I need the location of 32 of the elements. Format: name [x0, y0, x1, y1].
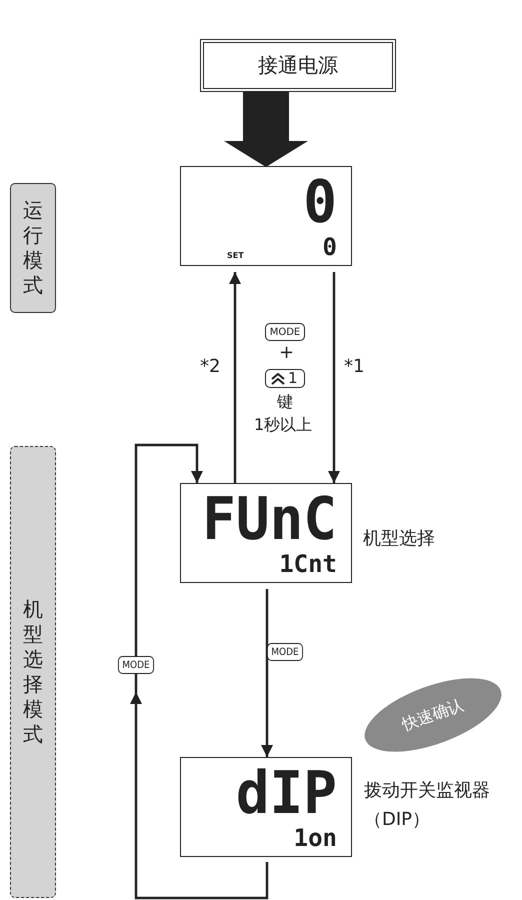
title-box: [200, 39, 396, 92]
badge-text: 快速确认: [399, 694, 467, 736]
arrow: [130, 444, 268, 900]
sub-digits: 0: [322, 235, 337, 259]
title-text: 接通电源: [258, 52, 338, 79]
key-note: 键: [277, 394, 293, 410]
block-arrow: [224, 92, 308, 167]
time-note: 1秒以上: [254, 417, 312, 433]
mode-band: [10, 183, 56, 313]
mode-text: 运行模式: [22, 198, 44, 298]
plus-sign: +: [279, 344, 294, 362]
mode-band: [10, 446, 56, 898]
sub-digits: 1Cnt: [279, 552, 337, 576]
mode-text: 机型选择模式: [22, 597, 44, 747]
lcd-display: [180, 166, 352, 266]
key-label: MODE: [118, 656, 154, 674]
lcd-display: [180, 757, 352, 857]
main-digits: FUnC: [202, 490, 337, 550]
main-digits: 0: [303, 174, 337, 232]
display-caption: 机型选择: [363, 527, 435, 551]
set-indicator: SET: [227, 252, 244, 260]
arrow: [229, 272, 241, 483]
sub-digits: 1on: [294, 826, 337, 850]
arrow: [328, 272, 340, 483]
ellipse-badge: [364, 678, 502, 752]
lcd-display: [180, 483, 352, 583]
key-digit: 1: [288, 371, 298, 386]
display-caption: 拨动开关监视器（DIP）: [364, 779, 491, 832]
key-label: MODE: [267, 643, 303, 661]
key-label: MODE: [265, 323, 305, 341]
arrow: [261, 589, 273, 757]
main-digits: dIP: [236, 764, 337, 824]
